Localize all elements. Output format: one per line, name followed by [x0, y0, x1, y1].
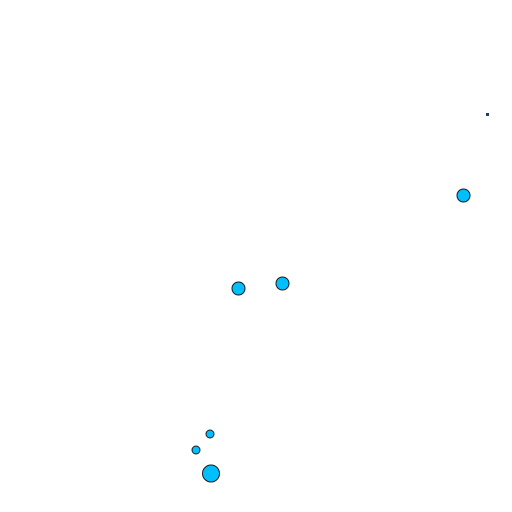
- map-marker[interactable]: [231, 281, 246, 296]
- map-marker[interactable]: [456, 188, 471, 203]
- map-marker[interactable]: [202, 464, 220, 483]
- map-marker[interactable]: [191, 445, 201, 455]
- map-marker[interactable]: [205, 429, 215, 439]
- map-marker[interactable]: [275, 276, 290, 291]
- map-marker[interactable]: [486, 113, 489, 116]
